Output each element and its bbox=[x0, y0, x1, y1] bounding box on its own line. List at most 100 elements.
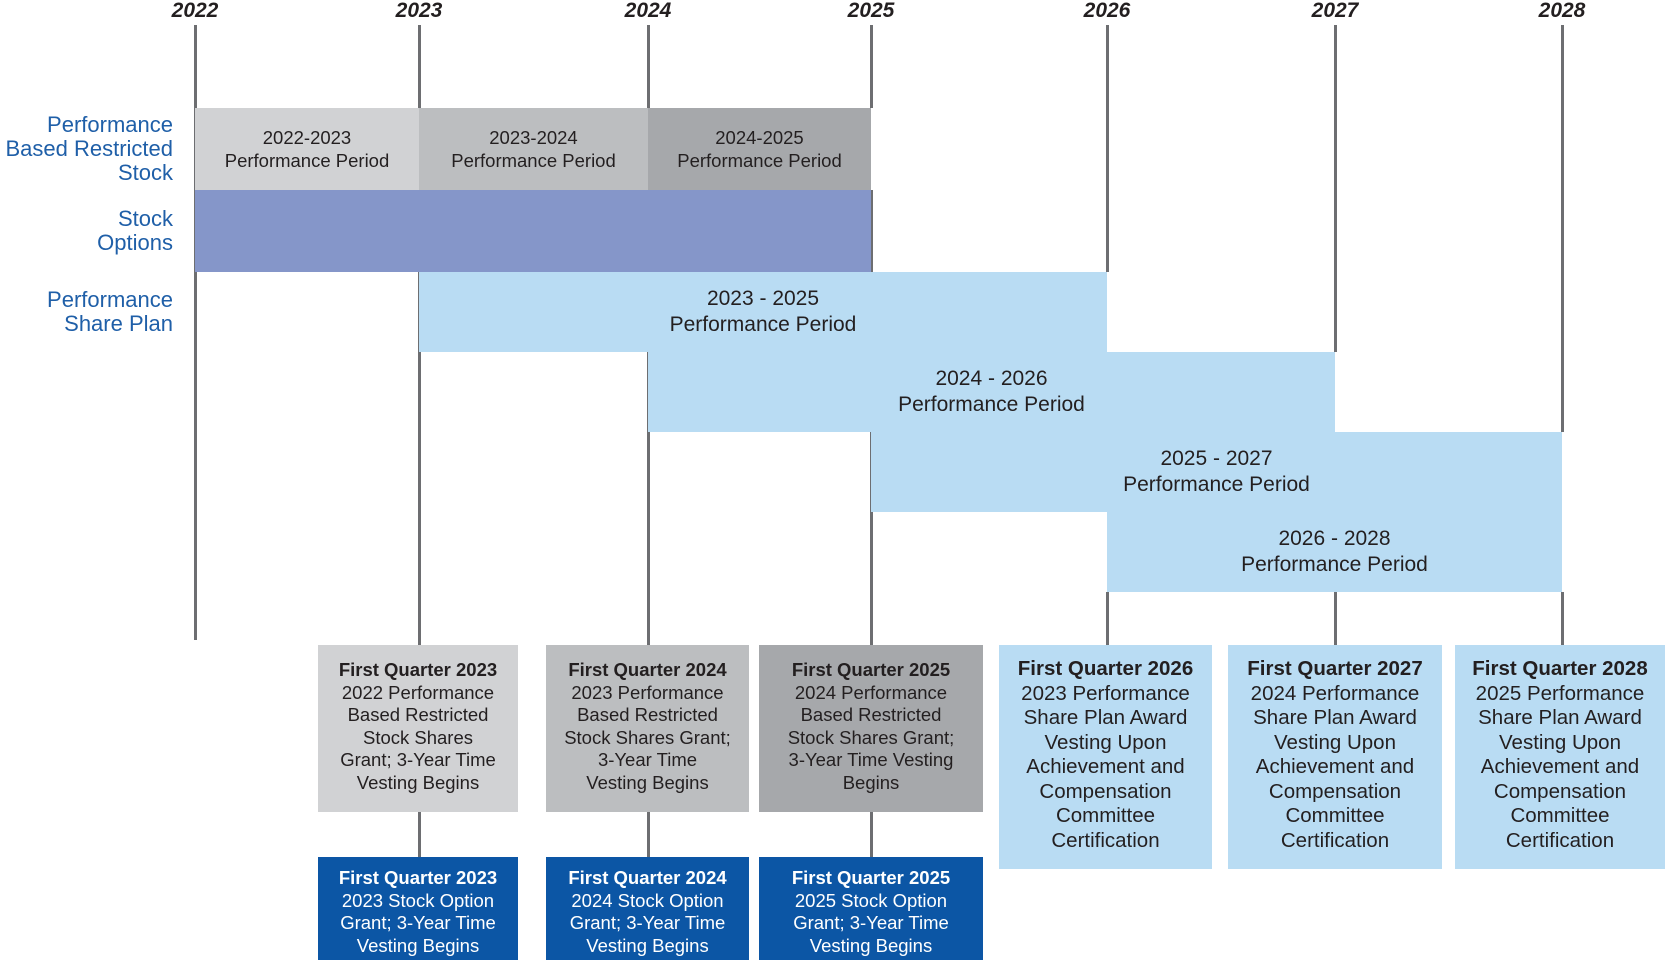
psp-period-2023-2025: 2023 - 2025 Performance Period bbox=[419, 272, 1107, 352]
box-title: First Quarter 2024 bbox=[568, 659, 727, 680]
period-caption: Performance Period bbox=[677, 150, 842, 171]
box-title: First Quarter 2023 bbox=[338, 659, 498, 680]
pbrs-period-2022-2023: 2022-2023 Performance Period bbox=[195, 108, 419, 190]
box-title: First Quarter 2027 bbox=[1247, 657, 1423, 680]
box-line: 2022 Performance bbox=[341, 681, 495, 703]
psp-award-box-2028: First Quarter 2028 2025 Performance Shar… bbox=[1455, 645, 1665, 869]
pbrs-grant-box-2025: First Quarter 2025 2024 Performance Base… bbox=[759, 645, 983, 812]
year-label-2026: 2026 bbox=[1083, 0, 1131, 22]
box-line: Compensation bbox=[1268, 779, 1402, 803]
box-line: Stock Shares bbox=[362, 726, 474, 748]
psp-period-2026-2028: 2026 - 2028 Performance Period bbox=[1107, 512, 1562, 592]
timeline-line bbox=[1334, 25, 1337, 352]
pbrs-grant-box-2023: First Quarter 2023 2022 Performance Base… bbox=[318, 645, 518, 812]
row-label-stock-options: Stock Options bbox=[97, 207, 173, 255]
row-label-line: Stock bbox=[117, 160, 173, 185]
box-line: 2023 Performance bbox=[571, 681, 724, 703]
box-line: Vesting Upon bbox=[1044, 730, 1167, 754]
box-line: Begins bbox=[842, 771, 900, 793]
box-line: Based Restricted bbox=[577, 704, 718, 725]
row-label-line: Performance bbox=[47, 287, 173, 312]
box-line: Vesting Begins bbox=[586, 771, 709, 793]
box-line: 2024 Stock Option bbox=[571, 889, 724, 911]
box-line: Achievement and bbox=[1480, 755, 1640, 778]
box-line: Vesting Begins bbox=[356, 771, 480, 793]
period-caption: Performance Period bbox=[1241, 553, 1428, 576]
option-grant-box-2025: First Quarter 2025 2025 Stock Option Gra… bbox=[759, 857, 983, 960]
timeline-line bbox=[647, 25, 650, 108]
box-line: Share Plan Award bbox=[1478, 706, 1642, 729]
timeline-line bbox=[870, 190, 873, 272]
period-years: 2023 - 2025 bbox=[706, 287, 820, 310]
box-line: 2025 Stock Option bbox=[794, 889, 948, 911]
psp-award-box-2026: First Quarter 2026 2023 Performance Shar… bbox=[999, 645, 1212, 869]
box-line: Vesting Begins bbox=[586, 934, 709, 956]
period-years: 2025 - 2027 bbox=[1160, 447, 1273, 470]
period-years: 2026 - 2028 bbox=[1278, 527, 1391, 550]
period-years: 2022-2023 bbox=[262, 127, 352, 148]
box-line: 2025 Performance bbox=[1475, 681, 1645, 705]
box-line: Certification bbox=[1051, 828, 1160, 852]
box-line: Vesting Begins bbox=[356, 934, 480, 956]
box-line: Based Restricted bbox=[800, 704, 942, 725]
box-line: 2023 Stock Option bbox=[341, 889, 495, 911]
psp-award-box-2027: First Quarter 2027 2024 Performance Shar… bbox=[1228, 645, 1442, 869]
box-line: Certification bbox=[1505, 828, 1615, 852]
period-caption: Performance Period bbox=[224, 150, 390, 171]
period-caption: Performance Period bbox=[1123, 473, 1310, 496]
period-caption: Performance Period bbox=[451, 150, 616, 171]
option-grant-box-2024: First Quarter 2024 2024 Stock Option Gra… bbox=[546, 857, 749, 960]
box-line: Share Plan Award bbox=[1023, 706, 1188, 729]
period-years: 2024 - 2026 bbox=[935, 367, 1048, 390]
box-line: 2024 Performance bbox=[794, 681, 948, 703]
psp-period-2025-2027: 2025 - 2027 Performance Period bbox=[871, 432, 1562, 512]
row-label-line: Options bbox=[97, 230, 173, 255]
period-years: 2024-2025 bbox=[715, 127, 804, 148]
box-line: Committee bbox=[1285, 804, 1385, 827]
period-caption: Performance Period bbox=[898, 393, 1085, 416]
box-line: Stock Shares Grant; bbox=[564, 726, 731, 748]
box-line: Vesting Upon bbox=[1499, 730, 1621, 754]
box-line: Certification bbox=[1280, 828, 1390, 852]
box-title: First Quarter 2025 bbox=[791, 867, 951, 888]
timeline-line bbox=[647, 812, 650, 857]
box-line: Grant; 3-Year Time bbox=[340, 749, 496, 770]
box-line: Committee bbox=[1510, 804, 1610, 827]
box-line: 2024 Performance bbox=[1250, 681, 1420, 705]
box-line: Grant; 3-Year Time bbox=[340, 912, 496, 933]
box-line: Vesting Begins bbox=[809, 934, 933, 956]
box-line: Share Plan Award bbox=[1253, 706, 1417, 729]
timeline-line bbox=[870, 432, 873, 645]
timeline-line bbox=[1106, 25, 1109, 272]
pbrs-period-2024-2025: 2024-2025 Performance Period bbox=[648, 108, 871, 190]
row-label-line: Performance bbox=[47, 112, 173, 137]
year-label-2022: 2022 bbox=[171, 0, 219, 22]
timeline-line bbox=[1561, 592, 1564, 645]
timeline-line bbox=[418, 190, 421, 645]
stock-options-bar bbox=[195, 190, 871, 272]
box-line: 2023 Performance bbox=[1021, 681, 1190, 705]
row-label-line: Stock bbox=[117, 206, 173, 231]
period-years: 2023-2024 bbox=[489, 127, 578, 148]
box-line: Stock Shares Grant; bbox=[787, 726, 955, 748]
timeline-line bbox=[418, 812, 421, 857]
box-line: Vesting Upon bbox=[1274, 730, 1396, 754]
timeline-line bbox=[870, 25, 873, 108]
box-line: Compensation bbox=[1039, 779, 1172, 803]
row-label-performance-share-plan: Performance Share Plan bbox=[47, 288, 173, 336]
year-label-2023: 2023 bbox=[395, 0, 443, 22]
pbrs-period-2023-2024: 2023-2024 Performance Period bbox=[419, 108, 648, 190]
row-label-line: Share Plan bbox=[64, 311, 173, 336]
box-line: Committee bbox=[1055, 804, 1156, 827]
box-title: First Quarter 2026 bbox=[1017, 657, 1194, 680]
box-line: Grant; 3-Year Time bbox=[569, 912, 726, 933]
box-line: 3-Year Time Vesting bbox=[788, 749, 954, 770]
box-title: First Quarter 2023 bbox=[338, 867, 498, 888]
box-line: 3-Year Time bbox=[597, 749, 698, 770]
box-line: Achievement and bbox=[1255, 755, 1415, 778]
box-line: Based Restricted bbox=[347, 704, 489, 725]
year-label-2028: 2028 bbox=[1538, 0, 1586, 22]
timeline-line bbox=[194, 25, 197, 640]
timeline-line bbox=[418, 25, 421, 108]
psp-period-2024-2026: 2024 - 2026 Performance Period bbox=[648, 352, 1335, 432]
